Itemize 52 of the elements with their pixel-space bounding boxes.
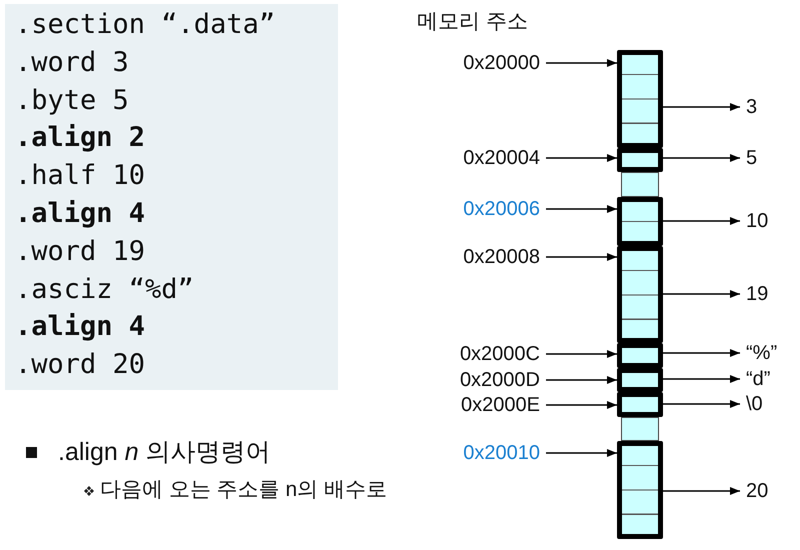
arrow <box>546 154 617 162</box>
arrow <box>663 217 740 225</box>
arrow <box>546 253 617 261</box>
arrow <box>546 376 617 384</box>
code-line: .word 20 <box>15 348 146 382</box>
code-line: .byte 5 <box>15 84 129 118</box>
value-label: 19 <box>746 282 768 306</box>
code-line: .section “.data” <box>15 8 276 42</box>
arrow <box>663 154 740 162</box>
arrow <box>546 449 617 457</box>
memory-block <box>617 196 663 246</box>
code-line: .half 10 <box>15 159 146 194</box>
address-label: 0x20010 <box>463 441 540 465</box>
address-label: 0x20008 <box>463 245 540 269</box>
memory-block <box>617 392 663 417</box>
arrow <box>663 375 740 383</box>
value-label: 5 <box>746 146 758 170</box>
arrow <box>663 400 740 408</box>
column-heading: 메모리 주소 <box>417 9 528 34</box>
arrow <box>546 350 617 358</box>
address-label: 0x2000E <box>461 393 540 417</box>
address-label: 0x20000 <box>463 51 540 75</box>
arrow <box>663 487 740 495</box>
padding-byte <box>621 416 659 442</box>
value-label: “%” <box>746 341 778 365</box>
arrow <box>663 290 740 298</box>
sub-bullet-text: 다음에 오는 주소를 n의 배수로 <box>100 477 388 502</box>
memory-block <box>617 148 663 172</box>
code-line: .align 2 <box>15 121 146 156</box>
value-label: \0 <box>746 392 763 416</box>
address-label: 0x20006 <box>463 197 540 221</box>
address-label: 0x2000D <box>460 368 540 392</box>
code-line: .align 4 <box>15 196 146 231</box>
memory-block <box>617 441 663 539</box>
value-label: 3 <box>746 95 758 119</box>
arrow <box>663 103 740 111</box>
value-label: 10 <box>746 209 768 233</box>
memory-block <box>617 50 663 148</box>
address-label: 0x2000C <box>460 342 540 366</box>
value-label: “d” <box>746 367 770 391</box>
bullet-text: .align n 의사명령어 <box>58 437 271 467</box>
code-line: .word 3 <box>15 46 129 80</box>
code-line: .word 19 <box>15 234 146 269</box>
arrow <box>546 205 617 213</box>
value-label: 20 <box>746 479 768 503</box>
address-label: 0x20004 <box>463 146 540 170</box>
code-line: .align 4 <box>15 310 146 344</box>
arrow <box>546 401 617 409</box>
code-line: .asciz “%d” <box>15 272 194 307</box>
arrow <box>663 349 740 357</box>
arrow <box>546 59 617 67</box>
padding-byte <box>621 172 659 197</box>
